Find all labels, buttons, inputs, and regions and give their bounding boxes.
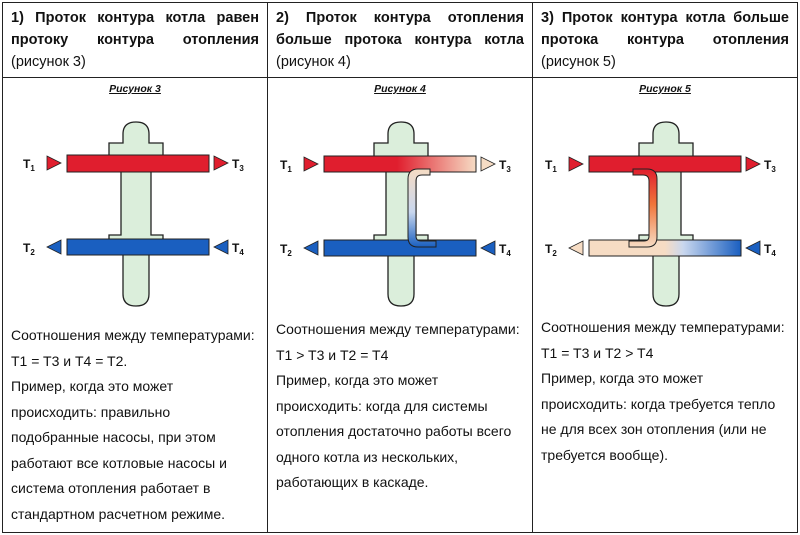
column-description: Соотношения между температурами: T1 = T3… bbox=[11, 323, 261, 527]
column-1: 1) Проток контура котла равен протоку ко… bbox=[3, 3, 268, 532]
cold-pipe bbox=[323, 239, 477, 257]
heading-line: протоку контура отопления bbox=[11, 32, 259, 48]
inflow-arrow-t1 bbox=[46, 155, 62, 171]
outflow-arrow-t2 bbox=[568, 240, 584, 256]
inflow-arrow-t1 bbox=[303, 156, 319, 172]
inflow-arrow-t1 bbox=[568, 156, 584, 172]
separator-diagram-4: T1 T3 T2 T4 bbox=[280, 121, 511, 307]
label-t1: T1 bbox=[545, 158, 557, 174]
column-heading: 1) Проток контура котла равен протоку ко… bbox=[11, 7, 259, 73]
heading-line: 1) Проток контура котла равен bbox=[11, 10, 259, 26]
label-t1: T1 bbox=[280, 158, 292, 174]
heading-figure-ref: (рисунок 5) bbox=[541, 54, 616, 70]
label-t3: T3 bbox=[764, 158, 776, 174]
inflow-arrow-t4 bbox=[213, 239, 229, 255]
inflow-arrow-t4 bbox=[745, 240, 761, 256]
column-2: 2) Проток контура отопления больше прото… bbox=[268, 3, 533, 532]
heading-line: 2) Проток контура отопления bbox=[276, 10, 524, 26]
outflow-arrow-t3 bbox=[745, 156, 761, 172]
label-t4: T4 bbox=[764, 242, 776, 258]
hot-pipe bbox=[66, 154, 210, 173]
example-text: Пример, когда это может происходить: ког… bbox=[276, 372, 512, 490]
hot-pipe bbox=[323, 155, 477, 173]
relation-text: Соотношения между температурами: T1 = T3… bbox=[11, 327, 255, 369]
outflow-arrow-t2 bbox=[46, 239, 62, 255]
column-heading: 3) Проток контура котла больше протока к… bbox=[541, 7, 789, 73]
divider bbox=[268, 77, 532, 78]
label-t2: T2 bbox=[280, 242, 292, 258]
label-t3: T3 bbox=[499, 158, 511, 174]
heading-figure-ref: (рисунок 4) bbox=[276, 54, 351, 70]
cold-pipe bbox=[66, 238, 210, 256]
cold-pipe bbox=[588, 239, 742, 257]
outflow-arrow-t3 bbox=[213, 155, 229, 171]
separator-body bbox=[108, 121, 164, 307]
relation-formula: T1 > T3 и T2 = T4 bbox=[276, 346, 389, 363]
separator-diagram-3: T1 T3 T2 T4 bbox=[23, 121, 244, 307]
example-text: Пример, когда это может происходить: ког… bbox=[541, 370, 776, 463]
relation-formula: T1 = T3 и T4 = T2. bbox=[11, 352, 128, 369]
separator-diagram-5: T1 T3 T2 T4 bbox=[545, 121, 776, 307]
bypass-flow bbox=[628, 168, 658, 248]
column-description: Соотношения между температурами: T1 > T3… bbox=[276, 317, 526, 496]
label-t3: T3 bbox=[232, 157, 244, 173]
figure-caption: Рисунок 5 bbox=[639, 83, 691, 95]
label-t2: T2 bbox=[545, 242, 557, 258]
example-text: Пример, когда это может происходить: пра… bbox=[11, 378, 227, 522]
outflow-arrow-t3 bbox=[480, 156, 496, 172]
separator-body bbox=[638, 121, 694, 307]
heading-figure-ref: (рисунок 3) bbox=[11, 54, 86, 70]
label-t1: T1 bbox=[23, 157, 35, 173]
figure-caption: Рисунок 3 bbox=[109, 83, 161, 95]
outflow-arrow-t2 bbox=[303, 240, 319, 256]
separator-body bbox=[373, 121, 429, 307]
inflow-arrow-t4 bbox=[480, 240, 496, 256]
divider bbox=[3, 77, 267, 78]
column-3: 3) Проток контура котла больше протока к… bbox=[533, 3, 797, 532]
figure-caption: Рисунок 4 bbox=[374, 83, 426, 95]
label-t4: T4 bbox=[232, 241, 244, 257]
bypass-flow bbox=[407, 168, 437, 248]
label-t4: T4 bbox=[499, 242, 511, 258]
label-t2: T2 bbox=[23, 241, 35, 257]
divider bbox=[533, 77, 797, 78]
heading-line: 3) Проток контура котла больше bbox=[541, 10, 789, 26]
hot-pipe bbox=[588, 155, 742, 173]
relation-text: Соотношения между температурами: T1 > T3… bbox=[276, 321, 520, 363]
heading-line: больше протока контура котла bbox=[276, 32, 524, 48]
heading-line: протока контура отопления bbox=[541, 32, 789, 48]
relation-text: Соотношения между температурами: T1 = T3… bbox=[541, 319, 785, 361]
relation-formula: T1 = T3 и T2 > T4 bbox=[541, 344, 654, 361]
column-description: Соотношения между температурами: T1 = T3… bbox=[541, 315, 791, 468]
column-heading: 2) Проток контура отопления больше прото… bbox=[276, 7, 524, 73]
